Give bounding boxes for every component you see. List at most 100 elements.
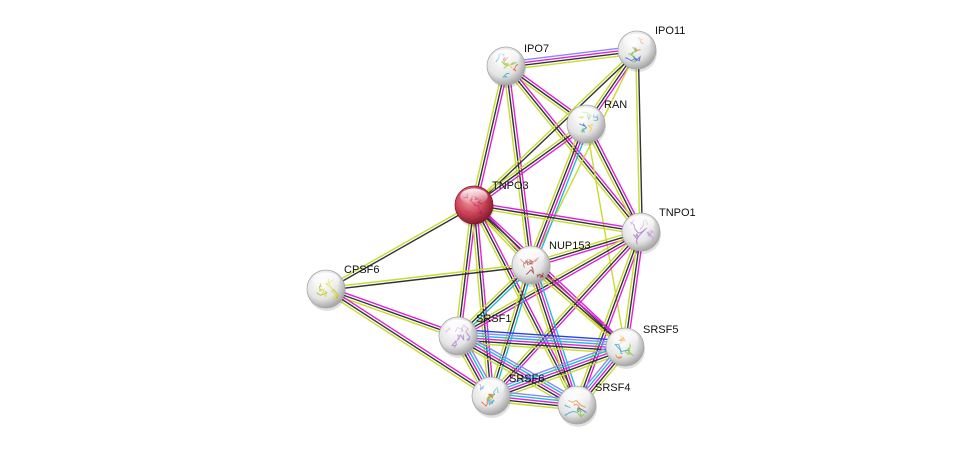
edge-line-textmining <box>583 124 640 234</box>
edge-line-databases <box>458 334 626 347</box>
node-label: CPSF6 <box>344 264 379 276</box>
edge-ipo7-ipo11[interactable] <box>505 45 638 71</box>
edge-line-textmining <box>471 205 576 407</box>
edge-line-textmining <box>530 49 638 266</box>
edge-line-coexpression <box>473 123 587 206</box>
edge-line-textmining <box>635 50 641 233</box>
node-gloss <box>460 188 488 205</box>
node-gloss <box>477 379 505 396</box>
edge-line-experiments <box>532 262 628 346</box>
edge-cpsf6-srsf6[interactable] <box>324 286 493 399</box>
edge-nup153-srsf6[interactable] <box>487 264 535 397</box>
node-nup153[interactable]: NUP153 <box>511 240 591 287</box>
node-gloss <box>623 33 651 50</box>
edge-line-coexpression <box>585 123 642 233</box>
edge-ran-srsf5[interactable] <box>585 123 626 348</box>
edge-line-coexpression <box>490 231 642 397</box>
edge-line-homology <box>488 341 624 392</box>
edge-line-coexpression <box>473 204 492 397</box>
edge-line-coexpression <box>490 264 532 397</box>
edge-line-textmining <box>526 122 584 264</box>
edge-srsf6-srsf5[interactable] <box>488 341 628 402</box>
edge-nup153-cpsf6[interactable] <box>325 263 532 291</box>
edge-srsf1-srsf4[interactable] <box>455 330 580 411</box>
edge-line-experiments <box>474 201 642 231</box>
node-label: RAN <box>604 99 627 111</box>
node-label: IPO7 <box>524 43 549 55</box>
edge-line-coexpression <box>325 288 492 397</box>
edge-line-coexpression <box>325 288 459 337</box>
edge-line-experiments <box>475 204 495 396</box>
edge-nup153-srsf5[interactable] <box>528 262 628 350</box>
edge-line-textmining <box>454 204 473 336</box>
edge-line-experiments <box>626 232 645 348</box>
edge-tnpo3-srsf6[interactable] <box>470 204 495 397</box>
edge-line-textmining <box>470 205 490 397</box>
node-gloss <box>517 248 545 265</box>
edge-line-textmining <box>325 263 531 289</box>
edge-line-coexpression <box>456 337 577 408</box>
edge-ipo7-tnpo1[interactable] <box>503 63 644 235</box>
edge-ipo11-tnpo1[interactable] <box>635 49 643 233</box>
edge-ipo11-tnpo3[interactable] <box>472 48 639 207</box>
node-label: SRSF1 <box>476 313 511 325</box>
node-gloss <box>563 388 591 405</box>
edge-line-experiments <box>457 336 625 349</box>
edge-line-databases <box>534 263 582 405</box>
edge-ipo7-tnpo3[interactable] <box>470 65 510 206</box>
edge-ran-nup153[interactable] <box>526 122 591 267</box>
edge-ran-tnpo1[interactable] <box>583 122 644 234</box>
edge-line-coexpression <box>491 348 627 400</box>
edge-line-coexpression <box>529 123 586 265</box>
node-ipo7[interactable]: IPO7 <box>486 43 549 88</box>
node-ipo11[interactable]: IPO11 <box>617 25 685 72</box>
edge-line-coexpression <box>506 50 638 68</box>
node-cpsf6[interactable]: CPSF6 <box>306 264 379 311</box>
edge-line-databases <box>489 343 625 395</box>
edge-line-coexpression <box>326 205 475 291</box>
node-label: SRSF4 <box>595 382 630 394</box>
edge-line-databases <box>458 333 579 404</box>
edge-tnpo1-srsf4[interactable] <box>573 230 645 407</box>
edge-line-textmining <box>471 206 624 350</box>
edge-ipo11-nup153[interactable] <box>530 49 638 266</box>
edge-line-coexpression <box>505 65 642 233</box>
edge-line-homology <box>505 45 637 63</box>
node-srsf6[interactable]: SRSF6 <box>471 373 544 418</box>
edge-tnpo3-tnpo1[interactable] <box>473 201 642 236</box>
edge-line-textmining <box>506 53 638 71</box>
edge-line-textmining <box>456 229 641 335</box>
edge-tnpo3-cpsf6[interactable] <box>325 203 475 291</box>
edge-line-coexpression <box>473 204 578 406</box>
node-gloss <box>492 49 520 66</box>
node-srsf1[interactable]: SRSF1 <box>438 313 511 358</box>
node-tnpo1[interactable]: TNPO1 <box>621 207 696 254</box>
node-label: SRSF6 <box>509 373 544 385</box>
node-ran[interactable]: RAN <box>566 99 627 146</box>
node-srsf5[interactable]: SRSF5 <box>605 324 678 369</box>
edge-line-experiments <box>531 264 579 405</box>
edge-line-coexpression <box>637 49 643 232</box>
edge-line-coexpression <box>530 264 626 348</box>
node-srsf4[interactable]: SRSF4 <box>557 382 630 427</box>
edge-layer <box>324 45 645 411</box>
edge-ran-tnpo3[interactable] <box>472 121 588 208</box>
edge-line-databases <box>492 265 535 397</box>
edge-line-textmining <box>488 229 640 395</box>
edge-ipo7-nup153[interactable] <box>502 65 535 266</box>
edge-line-textmining <box>573 230 640 405</box>
edge-line-coexpression <box>474 50 639 207</box>
edge-tnpo3-srsf5[interactable] <box>471 202 628 350</box>
edge-line-textmining <box>502 66 530 266</box>
node-tnpo3[interactable]: TNPO3 <box>454 180 529 227</box>
edge-line-coexpression <box>473 204 626 348</box>
edge-line-textmining <box>585 123 626 348</box>
edge-line-coexpression <box>505 65 532 266</box>
node-gloss <box>627 215 655 232</box>
edge-line-experiments <box>587 122 644 232</box>
edge-line-textmining <box>470 65 505 205</box>
node-label: TNPO3 <box>492 180 529 192</box>
edge-line-experiments <box>490 346 626 397</box>
